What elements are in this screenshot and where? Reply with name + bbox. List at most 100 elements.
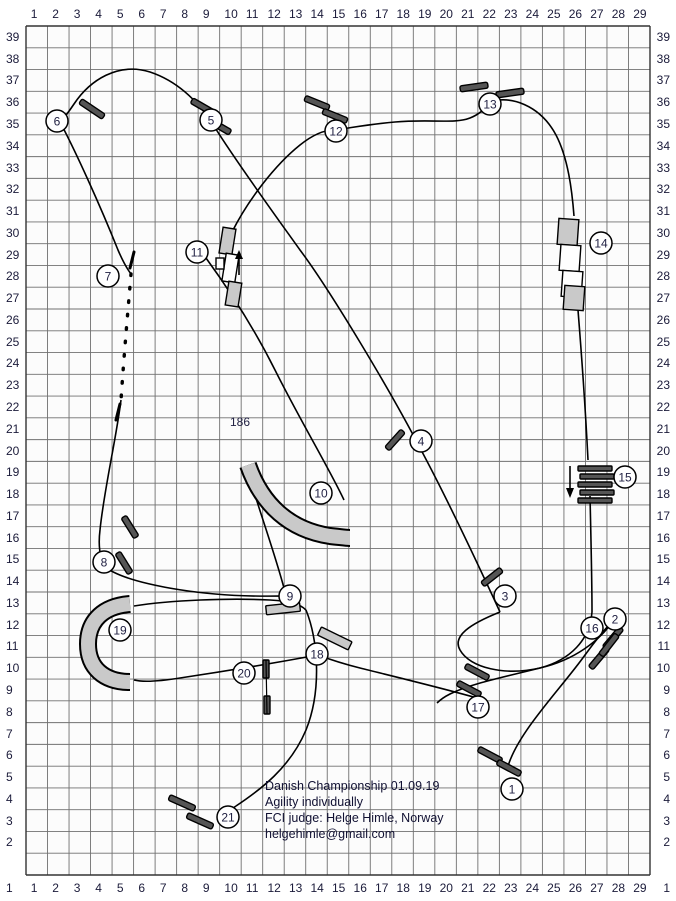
marker-circle [324, 119, 348, 143]
axis-label-left-6: 6 [6, 748, 13, 763]
axis-label-left-37: 37 [6, 73, 20, 88]
marker-number: 16 [585, 622, 599, 636]
axis-label-right-20: 20 [656, 443, 670, 458]
axis-label-bottom-2: 2 [52, 881, 59, 895]
axis-label-right-36: 36 [656, 95, 670, 110]
path-14-15 [577, 309, 589, 461]
marker-number: 7 [105, 270, 112, 284]
axis-label-top-8: 8 [181, 7, 189, 21]
axis-label-left-25: 25 [6, 334, 20, 349]
marker-circle [478, 92, 502, 116]
axis-label-right-2: 2 [663, 835, 670, 850]
obstacle-6-jump [78, 98, 106, 120]
axis-label-right-15: 15 [656, 552, 670, 567]
obstacle-15-weaves [566, 465, 615, 504]
axis-label-right-7: 7 [663, 726, 670, 741]
direction-arrow-11 [235, 250, 243, 275]
axis-label-left-22: 22 [6, 399, 20, 414]
marker-number: 9 [287, 590, 294, 604]
marker-circle [613, 465, 637, 489]
path-3-4 [419, 447, 501, 613]
axis-corner-bottom-right: 1 [663, 881, 670, 895]
info-line-4: helgehimle@gmail.com [265, 827, 395, 841]
marker-circle [309, 481, 333, 505]
axis-label-bottom-16: 16 [353, 881, 367, 895]
obstacle-4-jump [384, 429, 406, 451]
path-16-17 [436, 611, 593, 704]
obstacle-14-dogwalk [556, 217, 586, 312]
axis-label-right-37: 37 [656, 73, 670, 88]
info-line-1: Danish Championship 01.09.19 [265, 779, 439, 793]
obstacle-marker-1: 1 [500, 777, 524, 801]
axis-label-left-28: 28 [6, 269, 20, 284]
path-18-19 [133, 654, 319, 683]
path-8-9 [103, 565, 287, 597]
axis-label-top-20: 20 [439, 7, 453, 21]
obstacle-marker-18: 18 [305, 642, 329, 666]
axis-label-right-14: 14 [656, 574, 670, 589]
obstacle-marker-7: 7 [96, 264, 120, 288]
obstacle-marker-6: 6 [45, 109, 69, 133]
axis-label-top-15: 15 [332, 7, 346, 21]
marker-number: 20 [237, 667, 251, 681]
marker-circle [580, 616, 604, 640]
axis-label-left-36: 36 [6, 95, 20, 110]
axis-label-right-33: 33 [656, 160, 670, 175]
axis-label-bottom-17: 17 [375, 881, 389, 895]
obstacle-marker-9: 9 [278, 584, 302, 608]
axis-label-left-24: 24 [6, 356, 20, 371]
marker-number: 15 [618, 471, 632, 485]
obstacle-marker-2: 2 [603, 607, 627, 631]
axis-label-left-17: 17 [6, 508, 20, 523]
axis-label-top-5: 5 [116, 7, 124, 21]
marker-number: 17 [471, 701, 485, 715]
marker-circle [96, 264, 120, 288]
axis-label-top-14: 14 [310, 7, 324, 21]
axis-label-left-39: 39 [6, 29, 20, 44]
axis-label-left-27: 27 [6, 291, 20, 306]
axis-label-left-13: 13 [6, 595, 20, 610]
marker-circle [92, 550, 116, 574]
obstacle-layer [78, 81, 624, 830]
axis-label-top-1: 1 [30, 7, 38, 21]
axis-label-bottom-19: 19 [418, 881, 432, 895]
marker-circle [199, 108, 223, 132]
marker-number: 4 [418, 435, 425, 449]
axis-label-top-18: 18 [396, 7, 410, 21]
axis-label-bottom-29: 29 [633, 881, 647, 895]
axis-label-top-12: 12 [267, 7, 281, 21]
axis-label-top-23: 23 [504, 7, 518, 21]
axis-label-bottom-14: 14 [310, 881, 324, 895]
obstacle-marker-16: 16 [580, 616, 604, 640]
axis-label-top-3: 3 [73, 7, 81, 21]
axis-label-left-21: 21 [6, 421, 20, 436]
marker-circle [466, 695, 490, 719]
axis-label-left-11: 11 [6, 639, 19, 654]
marker-number: 13 [483, 98, 497, 112]
axis-label-left-16: 16 [6, 530, 20, 545]
axis-label-bottom-8: 8 [181, 881, 189, 895]
axis-label-right-25: 25 [656, 334, 670, 349]
axis-label-left-9: 9 [6, 682, 13, 697]
axis-label-right-4: 4 [663, 791, 670, 806]
path-4-5 [213, 125, 421, 449]
path-10-11 [205, 257, 345, 501]
axis-label-bottom-12: 12 [267, 881, 281, 895]
plot-background [26, 26, 650, 875]
axis-label-top-29: 29 [633, 7, 647, 21]
marker-number: 18 [310, 648, 324, 662]
axis-label-bottom-27: 27 [590, 881, 604, 895]
axis-label-right-32: 32 [656, 182, 670, 197]
obstacle-13-jump [459, 81, 525, 99]
marker-circle [589, 231, 613, 255]
axis-label-bottom-22: 22 [482, 881, 496, 895]
obstacle-marker-13: 13 [478, 92, 502, 116]
path-20-21 [235, 609, 318, 807]
path-13-14 [489, 99, 575, 217]
obstacle-7-long-jump [114, 250, 136, 422]
marker-circle [108, 618, 132, 642]
obstacle-marker-5: 5 [199, 108, 223, 132]
axis-label-top-7: 7 [159, 7, 167, 21]
axis-corner-bottom-left: 1 [6, 881, 13, 895]
